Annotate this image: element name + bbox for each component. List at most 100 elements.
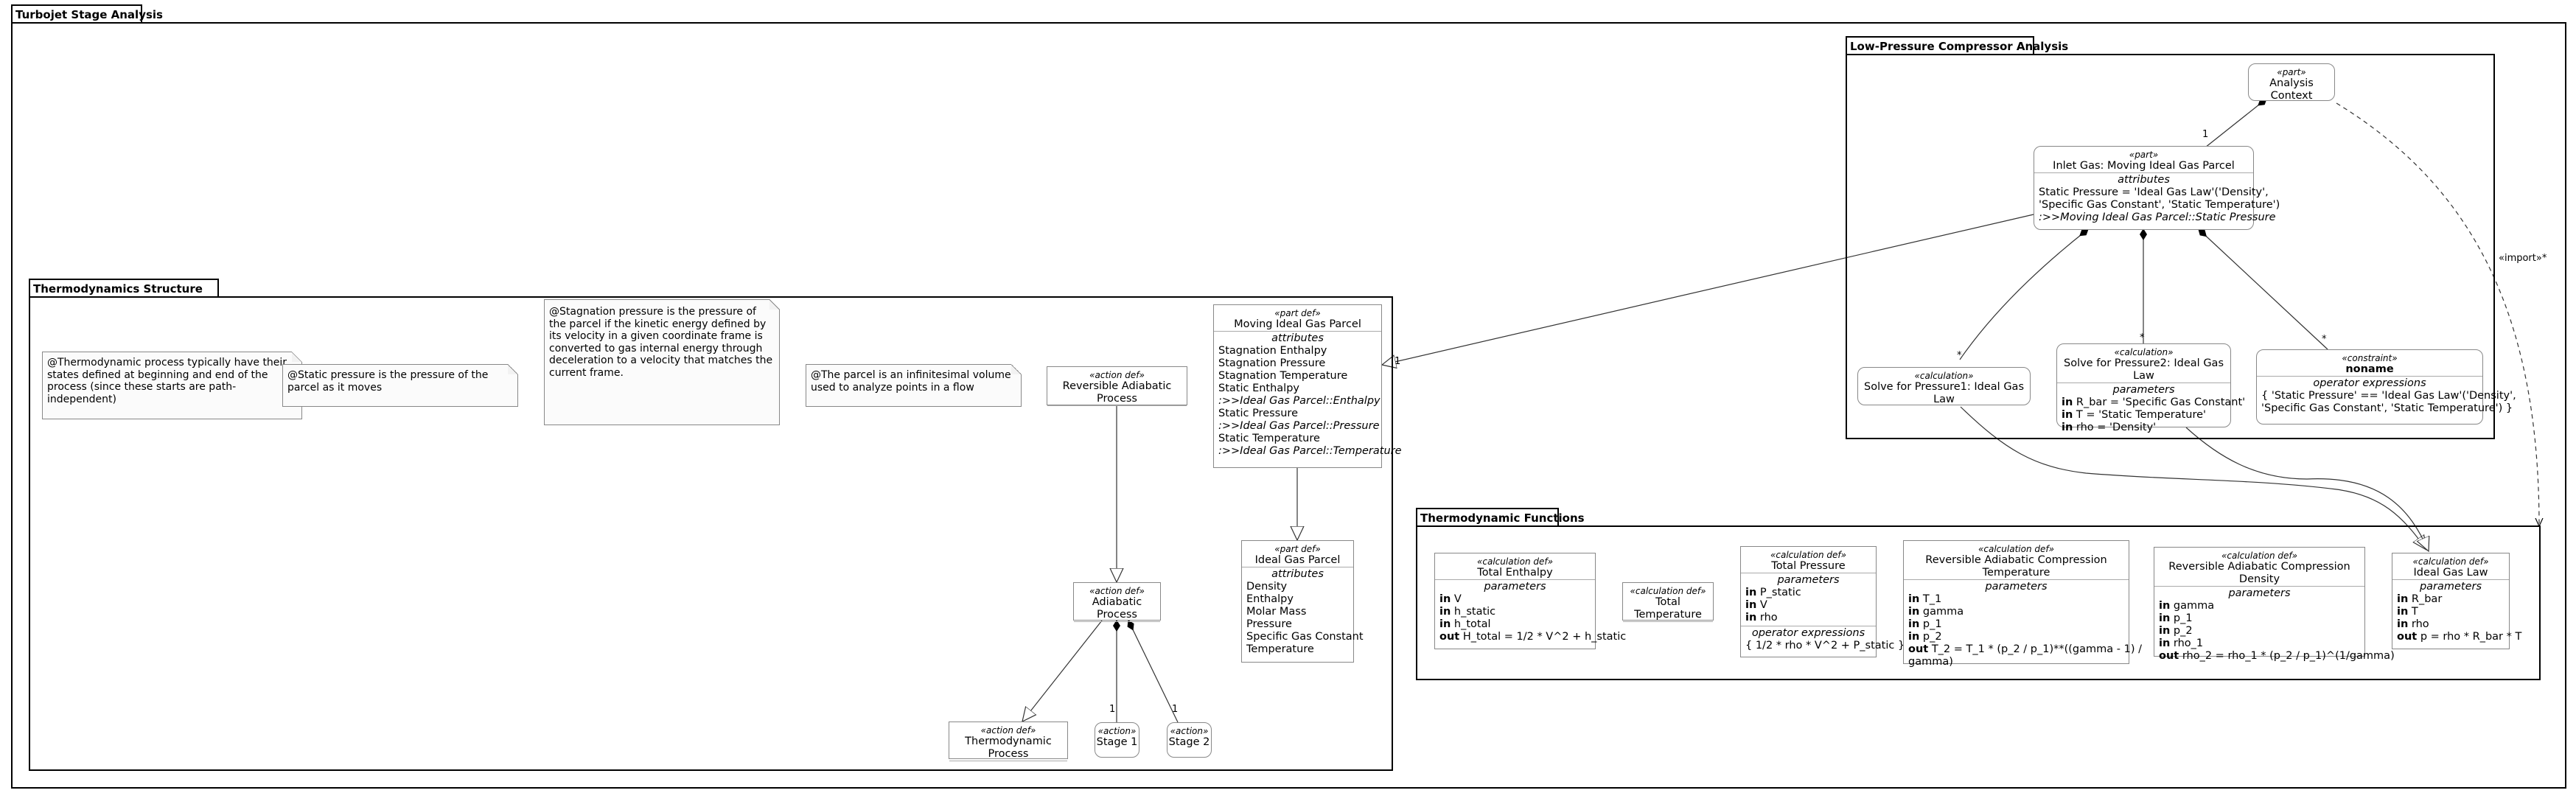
param-row: in rho = 'Density': [2062, 422, 2226, 434]
stereotype: «part»: [2277, 67, 2306, 77]
section-title: parameters: [2228, 587, 2291, 599]
attribute-line: Specific Gas Constant: [1246, 631, 1364, 643]
note-fold-icon: [508, 364, 518, 374]
param-direction: in: [2397, 618, 2409, 630]
param-direction: in: [2159, 625, 2171, 637]
adiabatic-process-def[interactable]: «action def» Adiabatic Process: [1073, 582, 1161, 622]
rev-adiabatic-density-calc-def[interactable]: «calculation def» Reversible Adiabatic C…: [2154, 547, 2395, 662]
param-row: in p_1: [2159, 612, 2360, 625]
solve-pressure1-calculation[interactable]: «calculation» Solve for Pressure1: Ideal…: [1857, 367, 2031, 405]
section-title: parameters: [2112, 384, 2175, 396]
thermodynamic-process-def[interactable]: «action def» Thermodynamic Process: [949, 722, 1068, 761]
multiplicity-label: 1: [1395, 356, 1401, 367]
param-text: H_total = 1/2 * V^2 + h_static: [1462, 631, 1627, 643]
param-row: out H_total = 1/2 * V^2 + h_static: [1439, 631, 1626, 643]
param-text: T: [2411, 606, 2418, 618]
stereotype: «calculation def»: [1630, 586, 1706, 596]
stereotype: «calculation def»: [1476, 556, 1553, 567]
section-title: attributes: [2118, 174, 2170, 186]
attribute-line: Stagnation Enthalpy: [1218, 345, 1327, 357]
package-thermo-struct: [29, 296, 1393, 771]
edge-solvep1-to-inlet: [1959, 228, 2089, 360]
param-direction: in: [1439, 606, 1451, 618]
solve-pressure2-calculation[interactable]: «calculation» Solve for Pressure2: Ideal…: [2056, 343, 2245, 433]
moving-ideal-gas-parcel-def[interactable]: «part def» Moving Ideal Gas Parcel attri…: [1213, 304, 1402, 468]
edge-adiabatic-to-thermoprocess: [1022, 620, 1103, 722]
param-direction: in: [2397, 606, 2409, 618]
expression-line: { 1/2 * rho * V^2 + P_static }: [1745, 640, 1905, 651]
stereotype: «calculation def»: [2412, 556, 2489, 567]
param-direction: in: [2159, 600, 2171, 612]
note-fold-icon: [1011, 364, 1022, 374]
attribute-line: Density: [1246, 581, 1288, 593]
attribute-line: Enthalpy: [1246, 593, 1294, 605]
stage1-action[interactable]: «action» Stage 1: [1095, 722, 1139, 758]
param-row: in V: [1745, 599, 1871, 612]
param-row: in gamma: [2159, 600, 2360, 612]
total-temperature-calc-def[interactable]: «calculation def» Total Temperature: [1622, 582, 1714, 622]
param-row: in rho: [1745, 612, 1871, 624]
node-name: Total Temperature: [1634, 596, 1702, 621]
param-text: gamma: [2173, 600, 2215, 612]
param-direction: out: [2397, 631, 2418, 643]
note-fold-icon: [292, 352, 302, 362]
param-direction: in: [2159, 637, 2171, 649]
parameters-section: parameters in R_bar in T in rho out p = …: [2392, 579, 2521, 645]
param-text: V: [1759, 599, 1767, 611]
section-title: parameters: [1777, 574, 1840, 586]
stereotype: «part»: [2129, 150, 2159, 160]
reversible-adiabatic-process-def[interactable]: «action def» Reversible Adiabatic Proces…: [1047, 366, 1187, 406]
attribute-line: Static Temperature: [1218, 433, 1320, 444]
ideal-gas-law-calc-def[interactable]: «calculation def» Ideal Gas Law paramete…: [2392, 553, 2521, 649]
rev-adiabatic-temp-calc-def[interactable]: «calculation def» Reversible Adiabatic C…: [1903, 540, 2142, 668]
note-text: @Thermodynamic process typically have th…: [47, 357, 287, 405]
package-thermo-funcs: [1416, 525, 2541, 680]
note-text: @Static pressure is the pressure of the …: [287, 369, 489, 394]
node-name: Analysis Context: [2269, 77, 2314, 102]
attribute-line: :>>Ideal Gas Parcel::Enthalpy: [1218, 395, 1381, 407]
total-pressure-calc-def[interactable]: «calculation def» Total Pressure paramet…: [1740, 546, 1905, 657]
edge-import: [2336, 102, 2539, 526]
attribute-line: Pressure: [1246, 618, 1292, 630]
multiplicity-label: *: [2322, 334, 2327, 345]
expressions-section: operator expressions { 'Static Pressure'…: [2257, 376, 2516, 416]
param-row: in P_static: [1745, 587, 1871, 599]
param-row: out p = rho * R_bar * T: [2397, 631, 2521, 643]
param-text: R_bar: [2411, 593, 2443, 605]
param-row: in R_bar = 'Specific Gas Constant': [2062, 396, 2245, 409]
constraint-noname[interactable]: «constraint» noname operator expressions…: [2256, 349, 2516, 425]
attributes-section: attributes Static Pressure = 'Ideal Gas …: [2034, 172, 2280, 226]
stereotype: «calculation def»: [1978, 544, 2054, 554]
stage2-action[interactable]: «action» Stage 2: [1167, 722, 1212, 758]
analysis-context-part[interactable]: «part» Analysis Context: [2248, 63, 2335, 102]
ideal-gas-parcel-def[interactable]: «part def» Ideal Gas Parcel attributes D…: [1241, 540, 1364, 663]
param-text: rho_2 = rho_1 * (p_2 / p_1)^(1/gamma): [2182, 650, 2395, 662]
empty-section: [1074, 621, 1160, 629]
param-text: rho = 'Density': [2076, 422, 2157, 433]
multiplicity-label: 1: [1109, 704, 1116, 715]
param-row: in T: [2397, 606, 2505, 618]
stereotype: «part def»: [1274, 544, 1321, 554]
param-text: T_2 = T_1 * (p_2 / p_1)**((gamma - 1) /: [1931, 643, 2142, 655]
param-row: in p_2: [2159, 625, 2360, 637]
parameters-section: parameters in gamma in p_1 in p_2 in rho…: [2154, 586, 2395, 664]
param-text: rho_1: [2173, 637, 2204, 649]
node-name: Adiabatic Process: [1092, 596, 1142, 621]
package-tab-thermo-funcs: Thermodynamic Functions: [1416, 508, 1585, 526]
stereotype: «action def»: [1089, 370, 1145, 380]
total-enthalpy-calc-def[interactable]: «calculation def» Total Enthalpy paramet…: [1434, 553, 1626, 649]
param-text: p_1: [1922, 618, 1942, 630]
multiplicity-label: *: [2140, 332, 2145, 343]
param-row: in T = 'Static Temperature': [2062, 409, 2226, 422]
expression-line: 'Specific Gas Constant', 'Static Tempera…: [2261, 402, 2513, 414]
param-text: T_1: [1922, 593, 1942, 605]
node-name: Solve for Pressure1: Ideal Gas Law: [1864, 381, 2024, 405]
param-direction: in: [2062, 409, 2073, 421]
edge-stage2-to-adiabatic: [1127, 620, 1179, 723]
stereotype: «calculation def»: [2221, 551, 2297, 561]
attribute-line: Molar Mass: [1246, 606, 1307, 618]
parameters-section: parameters in R_bar = 'Specific Gas Cons…: [2057, 382, 2245, 436]
param-direction: in: [1745, 587, 1757, 598]
param-row: in h_static: [1439, 606, 1591, 618]
inlet-gas-part[interactable]: «part» Inlet Gas: Moving Ideal Gas Parce…: [2034, 146, 2280, 230]
